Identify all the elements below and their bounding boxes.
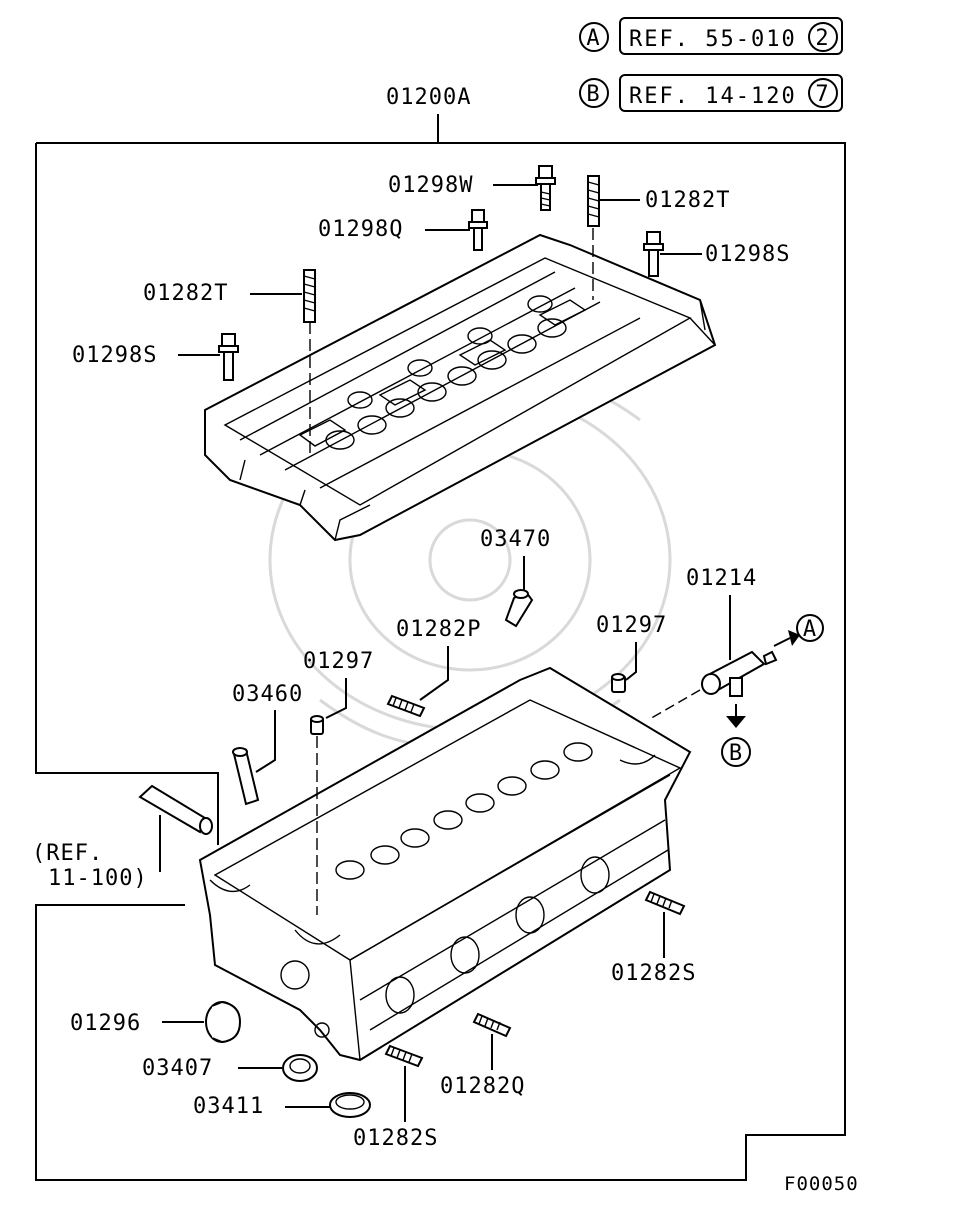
ref-a-num: 2 — [815, 26, 830, 51]
ref-b-text: REF. 14-120 — [629, 84, 797, 109]
pin-01297-left[interactable] — [310, 715, 324, 735]
callout-b-circle — [579, 78, 609, 108]
ref-a-text: REF. 55-010 — [629, 27, 797, 52]
assembly-label[interactable]: 01200A — [386, 85, 471, 110]
flow-arrow-to-b — [726, 704, 746, 728]
ref-a-box — [619, 17, 843, 55]
stud-01282q[interactable] — [472, 1012, 512, 1038]
seal-03407[interactable] — [282, 1054, 318, 1082]
assembly-frame — [35, 142, 846, 1181]
label-01297-left[interactable]: 01297 — [303, 649, 374, 674]
ext-ref-line1[interactable]: (REF. — [32, 841, 103, 866]
ring-03411[interactable] — [329, 1092, 371, 1118]
ref-a-row[interactable]: A REF. 55-010 2 — [579, 17, 843, 55]
label-01296[interactable]: 01296 — [70, 1011, 141, 1036]
label-01282q[interactable]: 01282Q — [440, 1074, 525, 1099]
label-03411[interactable]: 03411 — [193, 1094, 264, 1119]
bolt-01298s-left[interactable] — [218, 333, 239, 381]
stud-01282s-right[interactable] — [644, 890, 686, 916]
stud-01282s-bottom[interactable] — [384, 1044, 424, 1068]
stud-01282t-top[interactable] — [587, 175, 600, 227]
plug-01296[interactable] — [205, 1000, 242, 1044]
label-01298w[interactable]: 01298W — [388, 173, 473, 198]
callout-a-circle — [579, 22, 609, 52]
cam-carrier-housing[interactable] — [204, 233, 717, 542]
label-01282s-bottom[interactable]: 01282S — [353, 1126, 438, 1151]
sealant-tube[interactable] — [138, 784, 213, 835]
callout-b-letter[interactable]: B — [729, 741, 743, 766]
cylinder-head[interactable] — [198, 666, 692, 1062]
ref-a-letter: A — [586, 26, 601, 51]
label-01298q[interactable]: 01298Q — [318, 217, 403, 242]
label-01298s-right[interactable]: 01298S — [705, 242, 790, 267]
label-03460[interactable]: 03460 — [232, 682, 303, 707]
label-03407[interactable]: 03407 — [142, 1056, 213, 1081]
figure-code: F00050 — [784, 1173, 859, 1195]
ref-b-box — [619, 74, 843, 112]
ext-ref-line2[interactable]: 11-100) — [48, 866, 148, 891]
callout-a-letter[interactable]: A — [803, 617, 817, 642]
label-01282t-top[interactable]: 01282T — [645, 188, 730, 213]
label-03470[interactable]: 03470 — [480, 527, 551, 552]
pin-01297-right[interactable] — [611, 673, 626, 693]
stud-01282p[interactable] — [386, 694, 426, 718]
label-01282p[interactable]: 01282P — [396, 617, 481, 642]
label-01282s-right[interactable]: 01282S — [611, 961, 696, 986]
bolt-01298w[interactable] — [535, 165, 556, 211]
label-01282t-left[interactable]: 01282T — [143, 281, 228, 306]
label-01298s-left[interactable]: 01298S — [72, 343, 157, 368]
label-01214[interactable]: 01214 — [686, 566, 757, 591]
ref-a-num-circle — [808, 22, 838, 52]
label-01297-right[interactable]: 01297 — [596, 613, 667, 638]
ref-b-num: 7 — [815, 82, 830, 107]
stud-01282t-left[interactable] — [303, 269, 316, 323]
fitting-01214[interactable] — [701, 650, 778, 697]
pipe-03470[interactable] — [504, 589, 534, 628]
callout-b-circle-2 — [721, 737, 751, 767]
flow-arrow-to-a — [773, 630, 800, 647]
ref-b-letter: B — [586, 82, 601, 107]
ref-b-row[interactable]: B REF. 14-120 7 — [579, 74, 843, 112]
ref-b-num-circle — [808, 78, 838, 108]
bolt-01298s-right[interactable] — [643, 231, 664, 277]
pipe-03460[interactable] — [232, 747, 260, 806]
bolt-01298q[interactable] — [468, 209, 488, 251]
callout-a-circle-2 — [796, 614, 824, 642]
